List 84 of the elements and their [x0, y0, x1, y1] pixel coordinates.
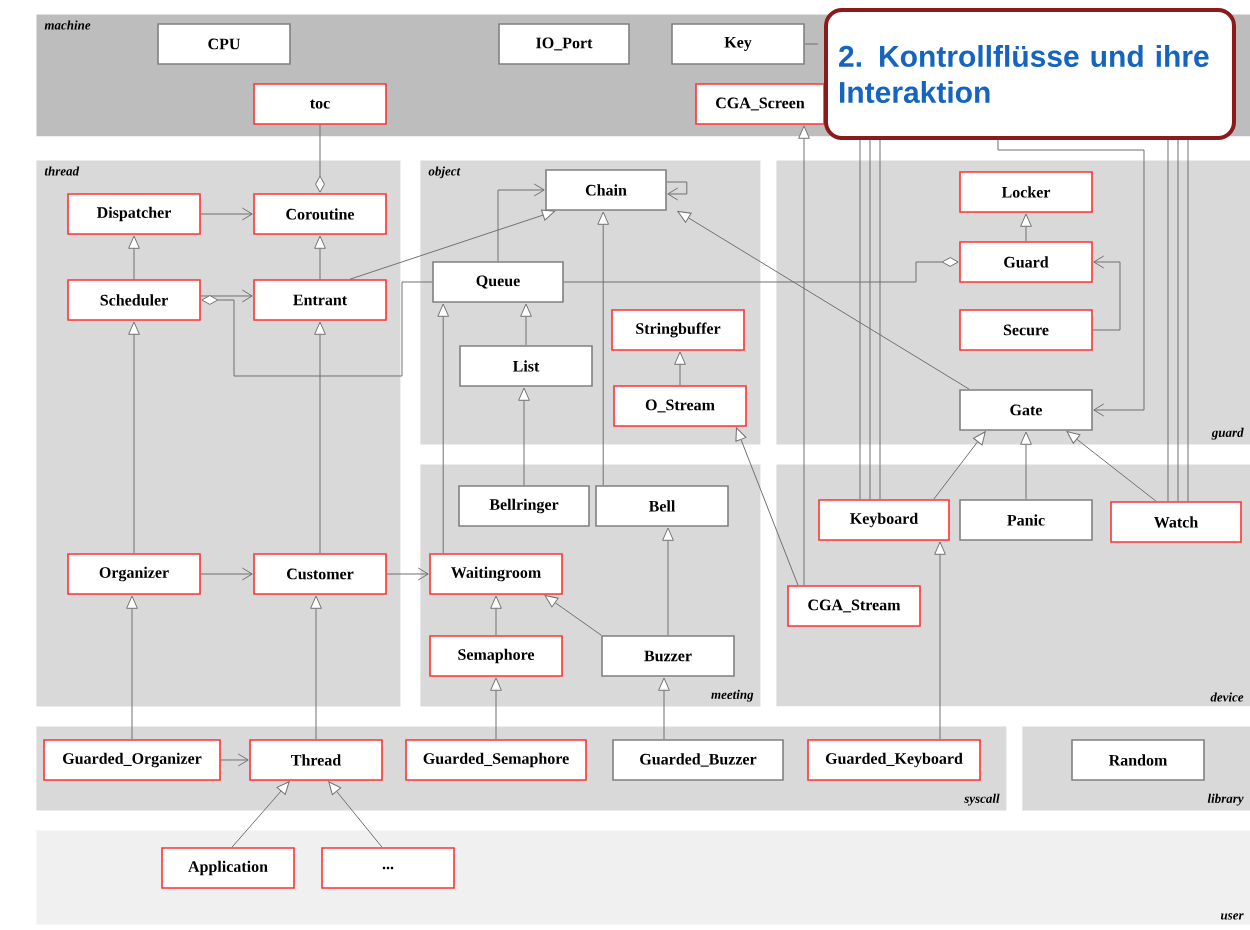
- class-box: Coroutine: [253, 193, 387, 235]
- class-box: Panic: [959, 499, 1093, 541]
- arrow: [200, 207, 253, 221]
- class-box: Chain: [545, 169, 667, 211]
- arrow: [520, 303, 532, 346]
- class-box: Guarded_Buzzer: [612, 739, 784, 781]
- arrow: [128, 321, 140, 554]
- class-box: Keyboard: [818, 499, 950, 541]
- arrow: [1020, 213, 1032, 242]
- class-box: Guarded_Organizer: [43, 739, 221, 781]
- connector-line: [1187, 136, 1189, 502]
- class-box: Thread: [249, 739, 383, 781]
- class-box: toc: [253, 83, 387, 125]
- arrow: [490, 595, 502, 636]
- arrow: [497, 183, 545, 262]
- class-box: Key: [671, 23, 805, 65]
- aggregation-line: [563, 257, 959, 283]
- connector-line: [859, 136, 861, 500]
- class-box: Stringbuffer: [611, 309, 745, 351]
- class-box: Secure: [959, 309, 1093, 351]
- class-box: Bell: [595, 485, 729, 527]
- arrow: [200, 567, 253, 581]
- class-box: List: [459, 345, 593, 387]
- arrow: [666, 181, 688, 201]
- arrow: [997, 136, 1145, 417]
- class-box: Dispatcher: [67, 193, 201, 235]
- class-box: Waitingroom: [429, 553, 563, 595]
- arrow: [349, 209, 556, 280]
- connector-line: [1177, 136, 1179, 502]
- arrow: [386, 567, 429, 581]
- class-box: Entrant: [253, 279, 387, 321]
- class-box: Buzzer: [601, 635, 735, 677]
- class-box: Semaphore: [429, 635, 563, 677]
- connector-line: [804, 43, 819, 45]
- aggregation-line: [315, 124, 325, 193]
- arrow: [231, 781, 290, 848]
- class-box: Bellringer: [458, 485, 590, 527]
- arrow: [677, 210, 970, 390]
- arrow: [490, 677, 502, 740]
- class-box: O_Stream: [613, 385, 747, 427]
- arrow: [220, 753, 249, 767]
- arrow: [200, 289, 253, 303]
- class-box: CPU: [157, 23, 291, 65]
- title-callout: 2. Kontrollflüsse und ihre Interaktion: [824, 8, 1236, 140]
- connector-line: [869, 136, 871, 500]
- arrow: [314, 235, 326, 280]
- class-box: Queue: [432, 261, 564, 303]
- arrow: [735, 427, 799, 586]
- class-box: Organizer: [67, 553, 201, 595]
- class-box: CGA_Stream: [787, 585, 921, 627]
- arrow: [1066, 431, 1157, 502]
- class-box: Random: [1071, 739, 1205, 781]
- class-box: Locker: [959, 171, 1093, 213]
- arrow: [328, 781, 383, 848]
- arrow: [518, 387, 530, 486]
- arrow: [1092, 255, 1121, 331]
- connector-line: [1167, 136, 1169, 502]
- class-box: CGA_Screen: [695, 83, 825, 125]
- arrow: [544, 595, 602, 636]
- arrow: [798, 125, 810, 586]
- arrow: [658, 677, 670, 740]
- arrow: [310, 595, 322, 740]
- class-box: ...: [321, 847, 455, 889]
- arrow: [437, 303, 450, 554]
- class-box: Guarded_Keyboard: [807, 739, 981, 781]
- class-box: Guard: [959, 241, 1093, 283]
- class-box: Customer: [253, 553, 387, 595]
- aggregation-line: [201, 281, 433, 377]
- class-box: Watch: [1110, 501, 1242, 543]
- class-box: IO_Port: [498, 23, 630, 65]
- arrow: [674, 351, 686, 386]
- class-box: Application: [161, 847, 295, 889]
- arrow: [1020, 431, 1032, 500]
- arrow: [126, 595, 138, 740]
- class-box: Scheduler: [67, 279, 201, 321]
- class-box: Guarded_Semaphore: [405, 739, 587, 781]
- arrow: [314, 321, 326, 554]
- class-box: Gate: [959, 389, 1093, 431]
- arrow: [934, 541, 946, 740]
- connector-line: [879, 136, 881, 500]
- arrow: [128, 235, 140, 280]
- arrow: [662, 527, 674, 636]
- arrow: [933, 431, 986, 500]
- arrow: [597, 211, 610, 486]
